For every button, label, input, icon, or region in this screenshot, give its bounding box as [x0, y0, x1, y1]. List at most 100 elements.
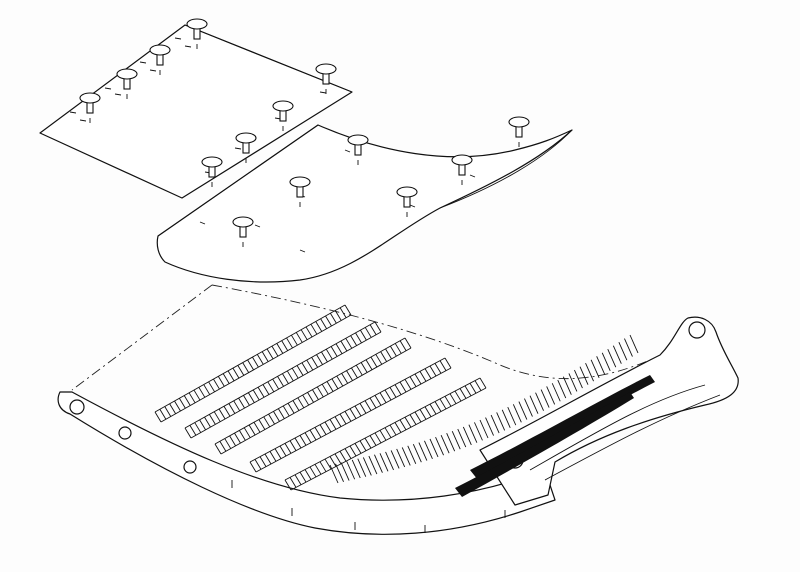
grate-slot [243, 427, 251, 438]
grate-slot [310, 323, 318, 335]
grate-slot [401, 447, 411, 466]
grate-slot [339, 413, 347, 425]
grate-slot [169, 403, 177, 415]
grate-slot [208, 381, 215, 393]
grate-slot [174, 400, 181, 412]
grate-slot [346, 370, 353, 381]
grate-slot [485, 417, 494, 436]
grate-slot [261, 351, 269, 362]
grate-slot [346, 461, 356, 480]
grate-slot [306, 359, 314, 371]
grate-slot [414, 373, 422, 385]
grate-slot [399, 381, 407, 393]
grate-slot [355, 332, 362, 344]
bolt-head [272, 100, 294, 112]
bolt [451, 154, 473, 185]
grate-slot [418, 442, 428, 461]
grate-slot [237, 365, 245, 376]
grate-slot [444, 357, 452, 369]
grate-slot [424, 368, 432, 379]
bolt-head [235, 132, 257, 144]
grate-slot [319, 461, 327, 472]
grate-slot [451, 431, 461, 450]
bolt-head [289, 176, 311, 188]
bolt-head [116, 68, 138, 80]
grate-slot [267, 381, 275, 393]
grate-slot [227, 370, 235, 382]
grate-slot [164, 406, 172, 417]
grate-slot [203, 384, 211, 395]
grate-slot [321, 351, 328, 363]
bolt [232, 216, 254, 247]
grate-slot [444, 396, 452, 407]
grate-bar-edge [249, 357, 446, 463]
grate-slot [369, 324, 377, 335]
grate-slot [355, 364, 363, 376]
grate-slot [299, 435, 307, 446]
grate-slot [385, 451, 394, 471]
grate-slot [496, 412, 506, 431]
grate-slot [374, 395, 382, 406]
grate-slot [277, 376, 284, 387]
grate-slot [224, 438, 232, 449]
bolt-head [508, 116, 530, 128]
grate-slot [272, 378, 280, 390]
grate-slot [399, 340, 407, 351]
plate-hole-mark [199, 221, 206, 225]
grate-slot [316, 386, 324, 398]
grate-slot [314, 427, 322, 438]
grate-slot [194, 422, 202, 433]
bolt [235, 132, 257, 163]
grate-slot [390, 450, 400, 469]
grate-slot [446, 433, 456, 452]
grate-slot [551, 383, 561, 402]
grate-slot [281, 340, 289, 351]
grate-slot [379, 453, 389, 472]
grate-slot [364, 437, 372, 449]
grate-slot [562, 376, 572, 395]
grate-slot [557, 379, 567, 399]
grate-slot [375, 354, 383, 365]
grate-slot [282, 373, 289, 384]
grate-slot [243, 395, 250, 406]
grate-slot [325, 348, 333, 360]
grate-slot [217, 376, 225, 387]
grate-slot [264, 453, 272, 465]
grate-slot [282, 405, 290, 417]
grate-slot [624, 338, 633, 357]
grate-slot [429, 403, 437, 415]
grate-slot [335, 343, 343, 354]
plate-hole-mark [174, 37, 182, 40]
grate-slot [618, 341, 628, 361]
grate-slot [295, 332, 303, 343]
bolt-head [186, 18, 208, 30]
grate-slot [232, 367, 240, 379]
grate-slot [257, 386, 265, 398]
grate-slot [364, 400, 372, 411]
grate-slot [404, 379, 412, 390]
grate-slot [204, 416, 211, 428]
grate-slot [286, 337, 293, 349]
grate-slot [369, 435, 377, 446]
grate-slot [273, 411, 280, 422]
bolt [272, 100, 294, 131]
grate-slot [252, 356, 259, 368]
grate-slot [339, 307, 347, 318]
grate-slot [479, 419, 489, 439]
grate-slot [612, 345, 622, 364]
grate-slot [359, 440, 367, 452]
grate-slot [291, 367, 299, 379]
grate-slot [389, 345, 397, 357]
grate-slot [329, 456, 337, 467]
grate-slot [365, 359, 373, 370]
plate-hole-mark [299, 249, 306, 253]
grate-slot [284, 443, 292, 454]
grate-slot [349, 445, 357, 457]
grate-bar-edge [214, 337, 406, 445]
bolt-head [315, 63, 337, 75]
grate-slot [518, 401, 528, 420]
grate-slot [399, 419, 407, 431]
bolt-head [451, 154, 473, 166]
grate-slot [374, 432, 382, 444]
